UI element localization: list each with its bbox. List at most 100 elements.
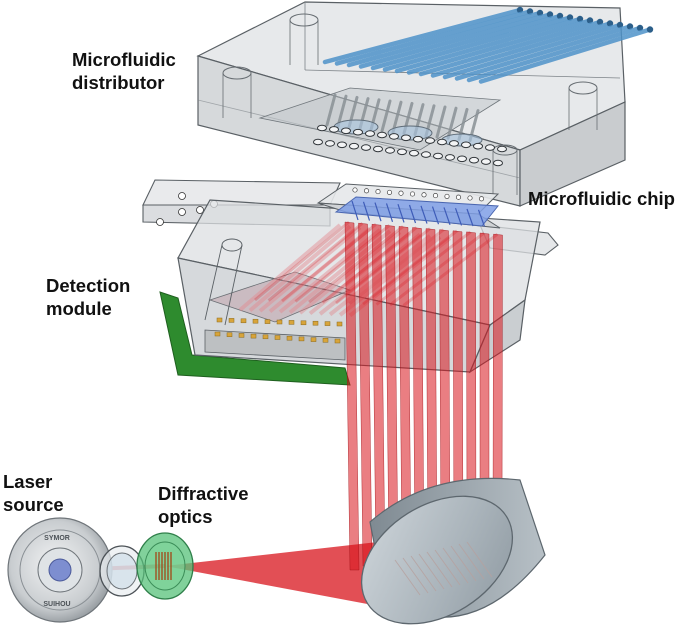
tube-end [626,23,634,30]
detector-pin [298,336,305,342]
fluid-tube [394,16,583,74]
fluid-tube [430,21,613,78]
distributor-port [425,137,435,144]
mirror-line [394,559,421,596]
beam [344,221,360,571]
distributor-port [437,138,447,146]
mirror-line [402,557,429,594]
distributor-port [493,159,503,167]
label-line: distributor [72,72,165,93]
distributor-port [361,144,371,151]
chip-channel [408,204,417,224]
distributor-port [433,152,443,160]
distributor-port [317,124,327,132]
fluid-tube [418,19,603,77]
fluid-tube [370,13,563,71]
chip-channel [351,200,359,221]
chip-channel [454,208,463,226]
label-line: Microfluidic [72,49,176,70]
detector-pin [312,320,319,326]
beam-reflection [375,230,472,306]
label-microfluidic-distributor: Microfluidic distributor [72,48,176,94]
mirror-line [410,555,437,592]
distributor-port [353,128,363,136]
chip-channel [420,205,428,224]
distributor-port [389,133,399,140]
beam-reflection [321,226,418,304]
label-laser-source: Laser source [3,470,64,516]
fluid-tube [406,18,593,75]
distributor-channel [391,100,403,134]
fluid-tube [322,7,523,65]
distributor-port [449,140,459,147]
light-guide [248,224,352,313]
chip-channel [466,208,474,227]
label-line: optics [158,506,213,527]
detector-pin [288,320,295,325]
mirror-line [466,541,493,578]
beam-reflection [402,232,499,307]
fluid-tube [466,25,643,83]
distributor-port [481,158,491,165]
chip-port [432,193,439,199]
detector-pin [324,321,331,326]
beam-reflection [294,224,391,303]
label-microfluidic-chip: Microfluidic chip [528,187,675,210]
laser-engraving-top: SYMOR [44,535,70,542]
beam-reflection [335,227,431,305]
distributor-port [329,126,339,133]
laser-beam-array [69,220,503,612]
microfluidic-distributor [196,1,654,207]
chip-port [409,191,416,197]
mirror-line [426,551,453,588]
distributor-port [341,127,351,135]
distributor-port [401,134,411,142]
fluid-tube [346,10,543,68]
label-line: module [46,298,112,319]
distributor-port [457,155,467,163]
beam-reflection [308,225,404,304]
chip-port [352,187,358,193]
distributor-port [445,154,455,161]
distributor-port [409,149,419,157]
distributor-port [469,156,479,164]
distributor-channel [435,105,447,139]
label-line: Laser [3,471,53,492]
label-line: Detection [46,275,131,296]
fluid-tube [442,22,623,80]
tube-end [646,26,654,33]
beam-reflection [389,231,485,307]
laser-source: SYMOR SUIHOU [7,517,145,623]
label-detection-module: Detection module [46,274,130,320]
detector-pin [300,320,307,326]
chip-port [444,193,450,199]
label-diffractive-optics: Diffractive optics [158,482,248,528]
distributor-port [313,138,323,146]
distributor-port [497,145,507,153]
chip-port [467,195,473,201]
chip-channel [385,203,394,222]
chip-port [363,188,370,194]
beam-reflection [362,229,458,306]
mirror-line [442,547,469,584]
distributor-port [365,130,375,137]
detector-pin [238,333,245,338]
distributor-port [325,140,335,147]
distributor-port [421,151,431,158]
light-guide [238,223,342,312]
fluid-tube [454,24,633,81]
detector-pin [252,318,259,324]
label-line: Diffractive [158,483,249,504]
distributor-port [385,147,395,154]
detector-pin [226,332,233,337]
tube-end [606,20,614,27]
detector-pin [262,334,269,340]
chip-port [421,192,427,198]
mirror-line [434,549,461,586]
chip-channel [477,209,486,227]
detector-pin [250,333,257,339]
beam-fan [165,540,410,612]
fluid-tube [478,27,653,84]
chip-channel [431,206,440,225]
detector-pin [286,335,293,341]
